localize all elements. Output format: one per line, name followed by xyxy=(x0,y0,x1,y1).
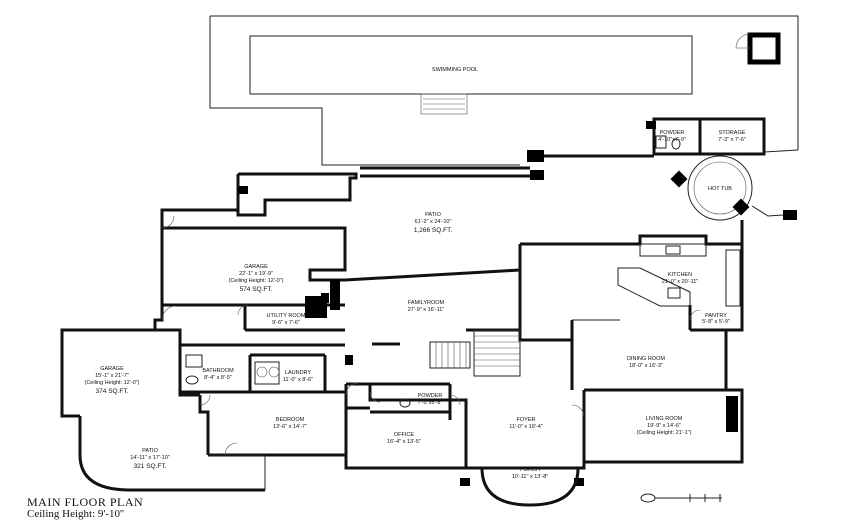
room-label-family-room: FAMILYROOM xyxy=(408,300,445,306)
plan-title: MAIN FLOOR PLAN xyxy=(27,495,144,509)
room-dims-pantry: 5'-8" x 5'-9" xyxy=(702,319,730,325)
compass-icon xyxy=(640,493,722,503)
room-label-dining: DINING ROOM xyxy=(627,356,665,362)
room-dims-storage: 7'-3" x 7'-6" xyxy=(718,137,746,143)
room-label-office: OFFICE xyxy=(394,432,414,438)
room-label-powder-top: POWDER xyxy=(660,130,685,136)
room-dims-bathroom: 8'-4" x 8'-5" xyxy=(204,375,232,381)
swimming-pool xyxy=(249,35,693,95)
wall-blocks xyxy=(238,186,738,486)
doors xyxy=(161,215,701,456)
room-dims-foyer: 11'-0" x 19'-4" xyxy=(509,424,542,430)
room-label-pantry: PANTRY xyxy=(705,313,727,319)
room-label-pool: SWIMMING POOL xyxy=(432,67,478,73)
patio-arc xyxy=(78,416,265,492)
room-area-patio-top: 1,266 SQ.FT. xyxy=(414,227,452,234)
stairs xyxy=(429,329,521,377)
cooktop xyxy=(667,287,681,299)
room-dims-laundry: 11'-0" x 8'-6" xyxy=(283,377,313,383)
kitchen-fixtures xyxy=(572,243,741,321)
kitchen-sink xyxy=(665,245,681,255)
room-dims-garage-side: 15'-1" x 21'-7" xyxy=(95,373,129,379)
room-note-garage-main: (Ceiling Height: 12'-0") xyxy=(229,278,284,284)
room-dims-family-room: 27'-9" x 16'-11" xyxy=(408,307,445,313)
room-dims-dining: 18'-0" x 16'-3" xyxy=(629,363,663,369)
room-dims-porch: 10'-11" x 13'-8" xyxy=(512,474,549,480)
room-dims-kitchen: 21'-0" x 20'-11" xyxy=(662,279,699,285)
room-dims-office: 16'-4" x 13'-5" xyxy=(387,439,421,445)
room-label-storage: STORAGE xyxy=(719,130,746,136)
room-label-kitchen: KITCHEN xyxy=(668,272,692,278)
room-label-living: LIVING ROOM xyxy=(646,416,683,422)
room-label-patio-bottom: PATIO xyxy=(142,448,158,454)
pool-steps xyxy=(420,93,468,115)
room-labels: SWIMMING POOL POWDER 4'-10"x7'-9" STORAG… xyxy=(85,67,746,480)
pool-house xyxy=(527,117,799,221)
room-label-porch: PORCH xyxy=(520,467,540,473)
room-label-foyer: FOYER xyxy=(517,417,536,423)
room-dims-utility: 9'-6" x 7'-6" xyxy=(272,320,300,326)
yard-outline xyxy=(209,15,799,166)
room-dims-powder-top: 4'-10"x7'-9" xyxy=(658,137,686,143)
outdoor-curves xyxy=(78,416,580,507)
plan-subtitle: Ceiling Height: 9'-10'' xyxy=(27,508,124,520)
room-label-hot-tub: HOT TUB xyxy=(708,186,732,192)
porch-arc xyxy=(480,467,580,507)
room-label-garage-side: GARAGE xyxy=(100,366,124,372)
room-note-living: (Ceiling Height: 21'-1") xyxy=(637,430,692,436)
room-area-patio-bottom: 321 SQ.FT. xyxy=(134,463,167,470)
room-label-patio-top: PATIO xyxy=(425,212,441,218)
room-dims-patio-top: 61'-2" x 24'-10" xyxy=(415,219,452,225)
room-label-bedroom: BEDROOM xyxy=(276,417,305,423)
room-dims-bedroom: 13'-6" x 14'-7" xyxy=(273,424,307,430)
hot-tub xyxy=(687,155,753,221)
yard-shed xyxy=(747,32,781,65)
room-area-garage-main: 574 SQ.FT. xyxy=(240,286,273,293)
room-dims-garage-main: 22'-1" x 19'-9" xyxy=(239,271,273,277)
room-area-garage-side: 374 SQ.FT. xyxy=(96,388,129,395)
room-label-laundry: LAUNDRY xyxy=(285,370,312,376)
exterior-walls xyxy=(60,166,744,470)
room-note-garage-side: (Ceiling Height: 12'-0") xyxy=(85,380,140,386)
room-dims-powder-main: 7'-0"x5'-8" xyxy=(418,400,443,406)
room-label-bathroom: BATHROOM xyxy=(202,368,234,374)
room-dims-patio-bottom: 14'-11" x 17'-10" xyxy=(130,455,170,461)
bath-fixtures xyxy=(185,135,681,408)
room-dims-living: 19'-9" x 14'-6" xyxy=(647,423,681,429)
room-label-garage-main: GARAGE xyxy=(244,264,268,270)
room-label-utility: UTILITY ROOM xyxy=(266,313,305,319)
room-label-powder-main: POWDER xyxy=(418,393,443,399)
